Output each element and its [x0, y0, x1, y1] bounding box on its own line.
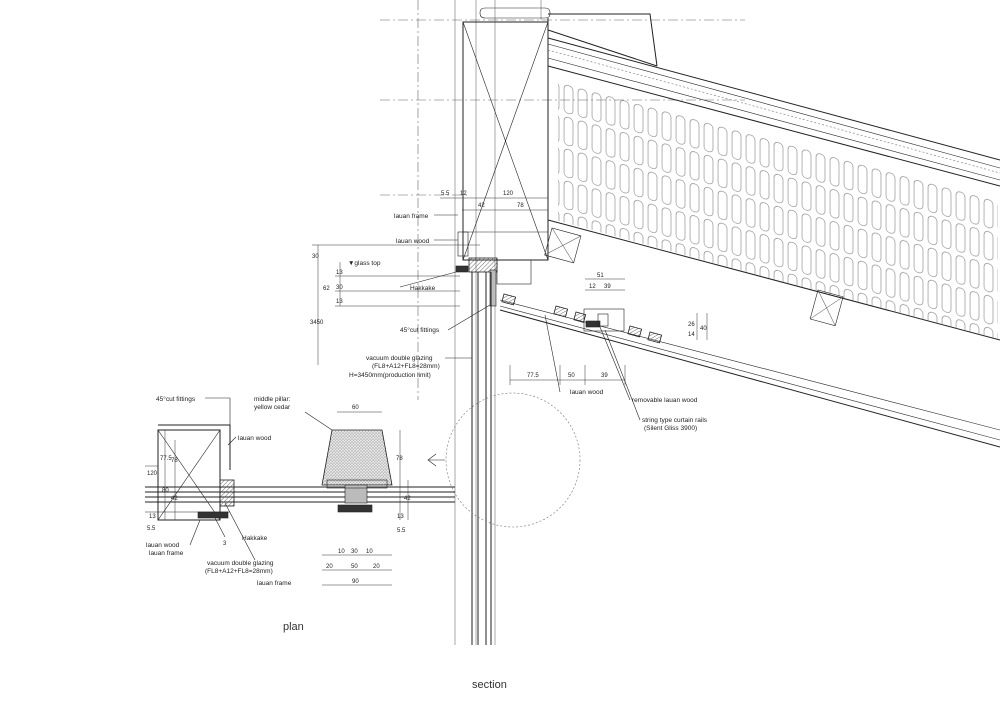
dim: 3450 — [310, 320, 324, 326]
dim: 5.5 — [441, 191, 450, 197]
dim: 39 — [604, 284, 611, 290]
note-glazing-2: (FL8+A12+FL8=28mm) — [372, 363, 440, 370]
dim: 5.5 — [397, 528, 406, 534]
dim: 13 — [397, 514, 404, 520]
dim: 13 — [336, 299, 343, 305]
dim: 51 — [597, 273, 604, 279]
note-glazing-1: vacuum double glazing — [366, 355, 433, 362]
plan-note-lauan-wood: lauan wood — [238, 435, 272, 442]
dim: 80 — [162, 488, 169, 494]
dim: 30 — [312, 254, 319, 260]
dim: 78 — [171, 458, 178, 464]
dim: 3 — [223, 541, 227, 547]
dim: 40 — [700, 326, 707, 332]
plan-note-middle-pillar-1: middle pillar: — [254, 396, 291, 403]
note-lauan-wood: lauan wood — [396, 238, 430, 245]
dim: 90 — [352, 579, 359, 585]
note-lauan-wood-lower: lauan wood — [570, 389, 604, 396]
dim: 5.5 — [147, 526, 156, 532]
dim: 42 — [478, 203, 485, 209]
plan-note-glazing-1: vacuum double glazing — [207, 560, 274, 567]
note-lauan-frame: lauan frame — [394, 213, 429, 220]
dim: 30 — [336, 285, 343, 291]
dim: 50 — [351, 564, 358, 570]
plan-note-hakkake: Hakkake — [242, 535, 268, 542]
dim: 12 — [460, 191, 467, 197]
note-hakkake: Hakkake — [410, 285, 436, 292]
dim: 26 — [688, 322, 695, 328]
dim: 30 — [351, 549, 358, 555]
dim: 39 — [601, 373, 608, 379]
dim: 60 — [352, 405, 359, 411]
section-drawing — [312, 0, 1000, 645]
dim: 13 — [336, 270, 343, 276]
section-title: section — [472, 679, 507, 691]
dim: 78 — [517, 203, 524, 209]
note-removable: removable lauan wood — [632, 397, 698, 404]
dim: 77.5 — [160, 456, 172, 462]
plan-note-glazing-2: (FL8+A12+FL8=28mm) — [205, 568, 273, 575]
note-rails-2: (Silent Gliss 3900) — [644, 425, 697, 432]
note-glazing-3: H=3450mm(production limit) — [349, 372, 431, 379]
dim: 120 — [147, 471, 158, 477]
dim: 13 — [149, 514, 156, 520]
dim: 42 — [171, 496, 178, 502]
plan-note-cut-fittings: 45°cut fittings — [156, 395, 196, 403]
plan-note-middle-pillar-2: yellow cedar — [254, 404, 291, 411]
dim: 62 — [323, 286, 330, 292]
note-rails-1: string type curtain rails — [642, 417, 708, 424]
note-cut-fittings: 45°cut fittings — [400, 326, 440, 334]
dim: 20 — [373, 564, 380, 570]
dim: 120 — [503, 191, 514, 197]
dim: 78 — [396, 456, 403, 462]
dim: 42 — [404, 496, 411, 502]
dim: 10 — [338, 549, 345, 555]
plan-drawing — [145, 397, 455, 586]
plan-note-lauan-wood-b: lauan wood — [146, 542, 180, 549]
dim: 50 — [568, 373, 575, 379]
plan-note-lauan-frame-b: lauan frame — [149, 550, 184, 557]
dim: 77.5 — [527, 373, 539, 379]
dim: 20 — [326, 564, 333, 570]
plan-note-lauan-frame-c: lauan frame — [257, 580, 292, 587]
note-glass-top: ▼glass top — [348, 260, 381, 267]
plan-title: plan — [283, 621, 304, 633]
dim: 12 — [589, 284, 596, 290]
dim: 10 — [366, 549, 373, 555]
dim: 14 — [688, 332, 695, 338]
